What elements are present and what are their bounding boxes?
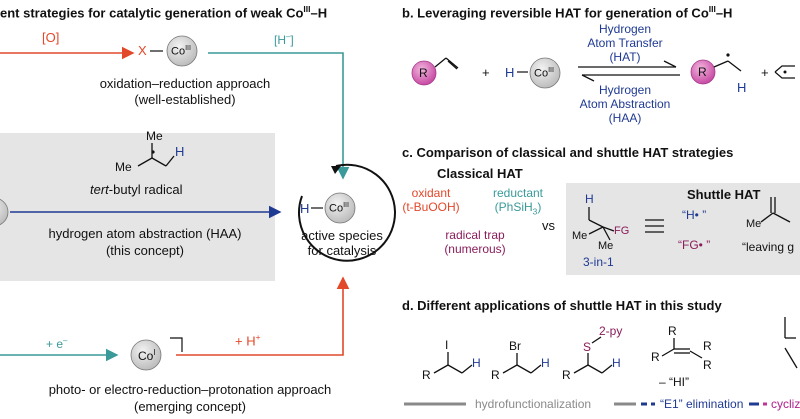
h-label-active: H <box>300 201 310 216</box>
me-label-leaving: Me <box>746 218 762 230</box>
classical-hat-title: Classical HAT <box>437 166 523 181</box>
legend-cyclization: cycliz <box>771 397 800 411</box>
legend-e1-elimination: “E1” elimination <box>660 397 744 411</box>
br-label: Br <box>509 339 521 353</box>
co3-label-top: CoIII <box>171 44 192 58</box>
co3-label-b: CoIII <box>534 66 555 80</box>
haa-reverse-label: Hydrogen Atom Abstraction (HAA) <box>579 83 671 125</box>
pyridyl-label: 2-py <box>599 324 623 338</box>
h-label-shuttle: H <box>585 192 594 206</box>
me-label-shuttle-1: Me <box>572 230 588 242</box>
sulfide-structure <box>573 336 613 374</box>
r-label-sulfide: R <box>562 368 571 382</box>
alkene-product-structure <box>661 338 703 359</box>
three-in-one-label: 3-in-1 <box>583 255 614 269</box>
tert-butyl-radical-structure <box>137 143 175 167</box>
leaving-group-label: “leaving g <box>742 240 795 254</box>
hat-forward-label: Hydrogen Atom Transfer (HAT) <box>587 22 663 64</box>
r-label-alkene-2: R <box>651 350 660 364</box>
section-d-title: d. Different applications of shuttle HAT… <box>402 298 722 313</box>
hydride-label: [H–] <box>274 32 294 47</box>
h-label-sulfide: H <box>612 356 621 370</box>
fg-radical-label: “FG• ” <box>678 238 711 252</box>
shuttle-reagent-structure <box>588 207 615 241</box>
shuttle-hat-box <box>566 183 800 275</box>
i-label: I <box>445 338 449 352</box>
co3-sphere-b <box>529 57 561 89</box>
reductant-caption: reductant (PhSiH3) <box>492 186 544 217</box>
co1-sphere <box>130 339 162 371</box>
me-label-left: Me <box>115 160 132 174</box>
shuttle-hat-title: Shuttle HAT <box>687 187 761 202</box>
r-label-alkene-4: R <box>703 358 712 372</box>
me-label-shuttle-2: Me <box>598 240 614 252</box>
oxidant-label: [O] <box>42 30 60 45</box>
oxidant-caption: oxidant (t-BuOOH) <box>402 186 460 214</box>
h-label-bromide: H <box>541 356 550 370</box>
me-label-top: Me <box>146 129 163 143</box>
vs-label: vs <box>542 218 555 233</box>
h-radical-label: “H• ” <box>682 208 707 222</box>
r-label-iodide: R <box>422 368 431 382</box>
bromide-structure <box>502 353 542 374</box>
r-label-alkene-1: R <box>668 324 677 338</box>
co3-label-active: CoIII <box>329 201 350 215</box>
r-label-alkene: R <box>419 66 428 80</box>
r-label-bromide: R <box>491 368 500 382</box>
tert-butyl-caption: tert-butyl radical <box>90 182 183 197</box>
oxidation-reduction-caption: oxidation–reduction approach (well-estab… <box>99 76 271 107</box>
s-label: S <box>583 340 592 354</box>
section-a-title: ent strategies for catalytic generation … <box>0 4 328 21</box>
h-label-iodide: H <box>472 356 481 370</box>
active-species-caption: active species for catalysis <box>301 228 383 258</box>
haa-concept-box <box>0 133 275 281</box>
equivalence-sign <box>645 219 664 233</box>
h-label-radical: H <box>737 80 747 95</box>
legend-hydrofunctionalization: hydrofunctionalization <box>475 397 592 411</box>
section-c-title: c. Comparison of classical and shuttle H… <box>402 145 734 160</box>
electron-label: + e– <box>46 336 68 351</box>
h-label-b: H <box>505 65 515 80</box>
proton-arrow <box>176 276 350 356</box>
r-label-radical: R <box>698 65 707 79</box>
hydride-arrow <box>208 52 350 180</box>
r-sphere-radical <box>690 59 716 85</box>
plus-sign-1: + <box>482 65 490 80</box>
r-sphere-alkene <box>411 60 437 86</box>
haa-caption: hydrogen atom abstraction (HAA) (this co… <box>48 226 242 258</box>
co3-sphere-active <box>324 192 356 224</box>
h-label-tbu: H <box>175 144 185 159</box>
proton-label: + H+ <box>235 332 261 349</box>
iodide-structure <box>433 352 473 374</box>
radical-trap-caption: radical trap (numerous) <box>444 228 506 256</box>
fg-label-shuttle: FG <box>614 225 630 237</box>
catalytic-cycle-circle <box>297 163 396 262</box>
co3-sphere-top <box>166 35 198 67</box>
co-sphere-left <box>0 198 9 226</box>
plus-sign-2: + <box>761 65 769 80</box>
section-b-title: b. Leveraging reversible HAT for generat… <box>402 4 733 21</box>
x-ligand-label: X <box>138 43 147 58</box>
co1-label: CoI <box>138 348 156 363</box>
hi-elimination-label: – “HI” <box>659 375 689 389</box>
photo-electro-caption: photo- or electro-reduction–protonation … <box>48 382 332 414</box>
r-label-alkene-3: R <box>703 339 712 353</box>
